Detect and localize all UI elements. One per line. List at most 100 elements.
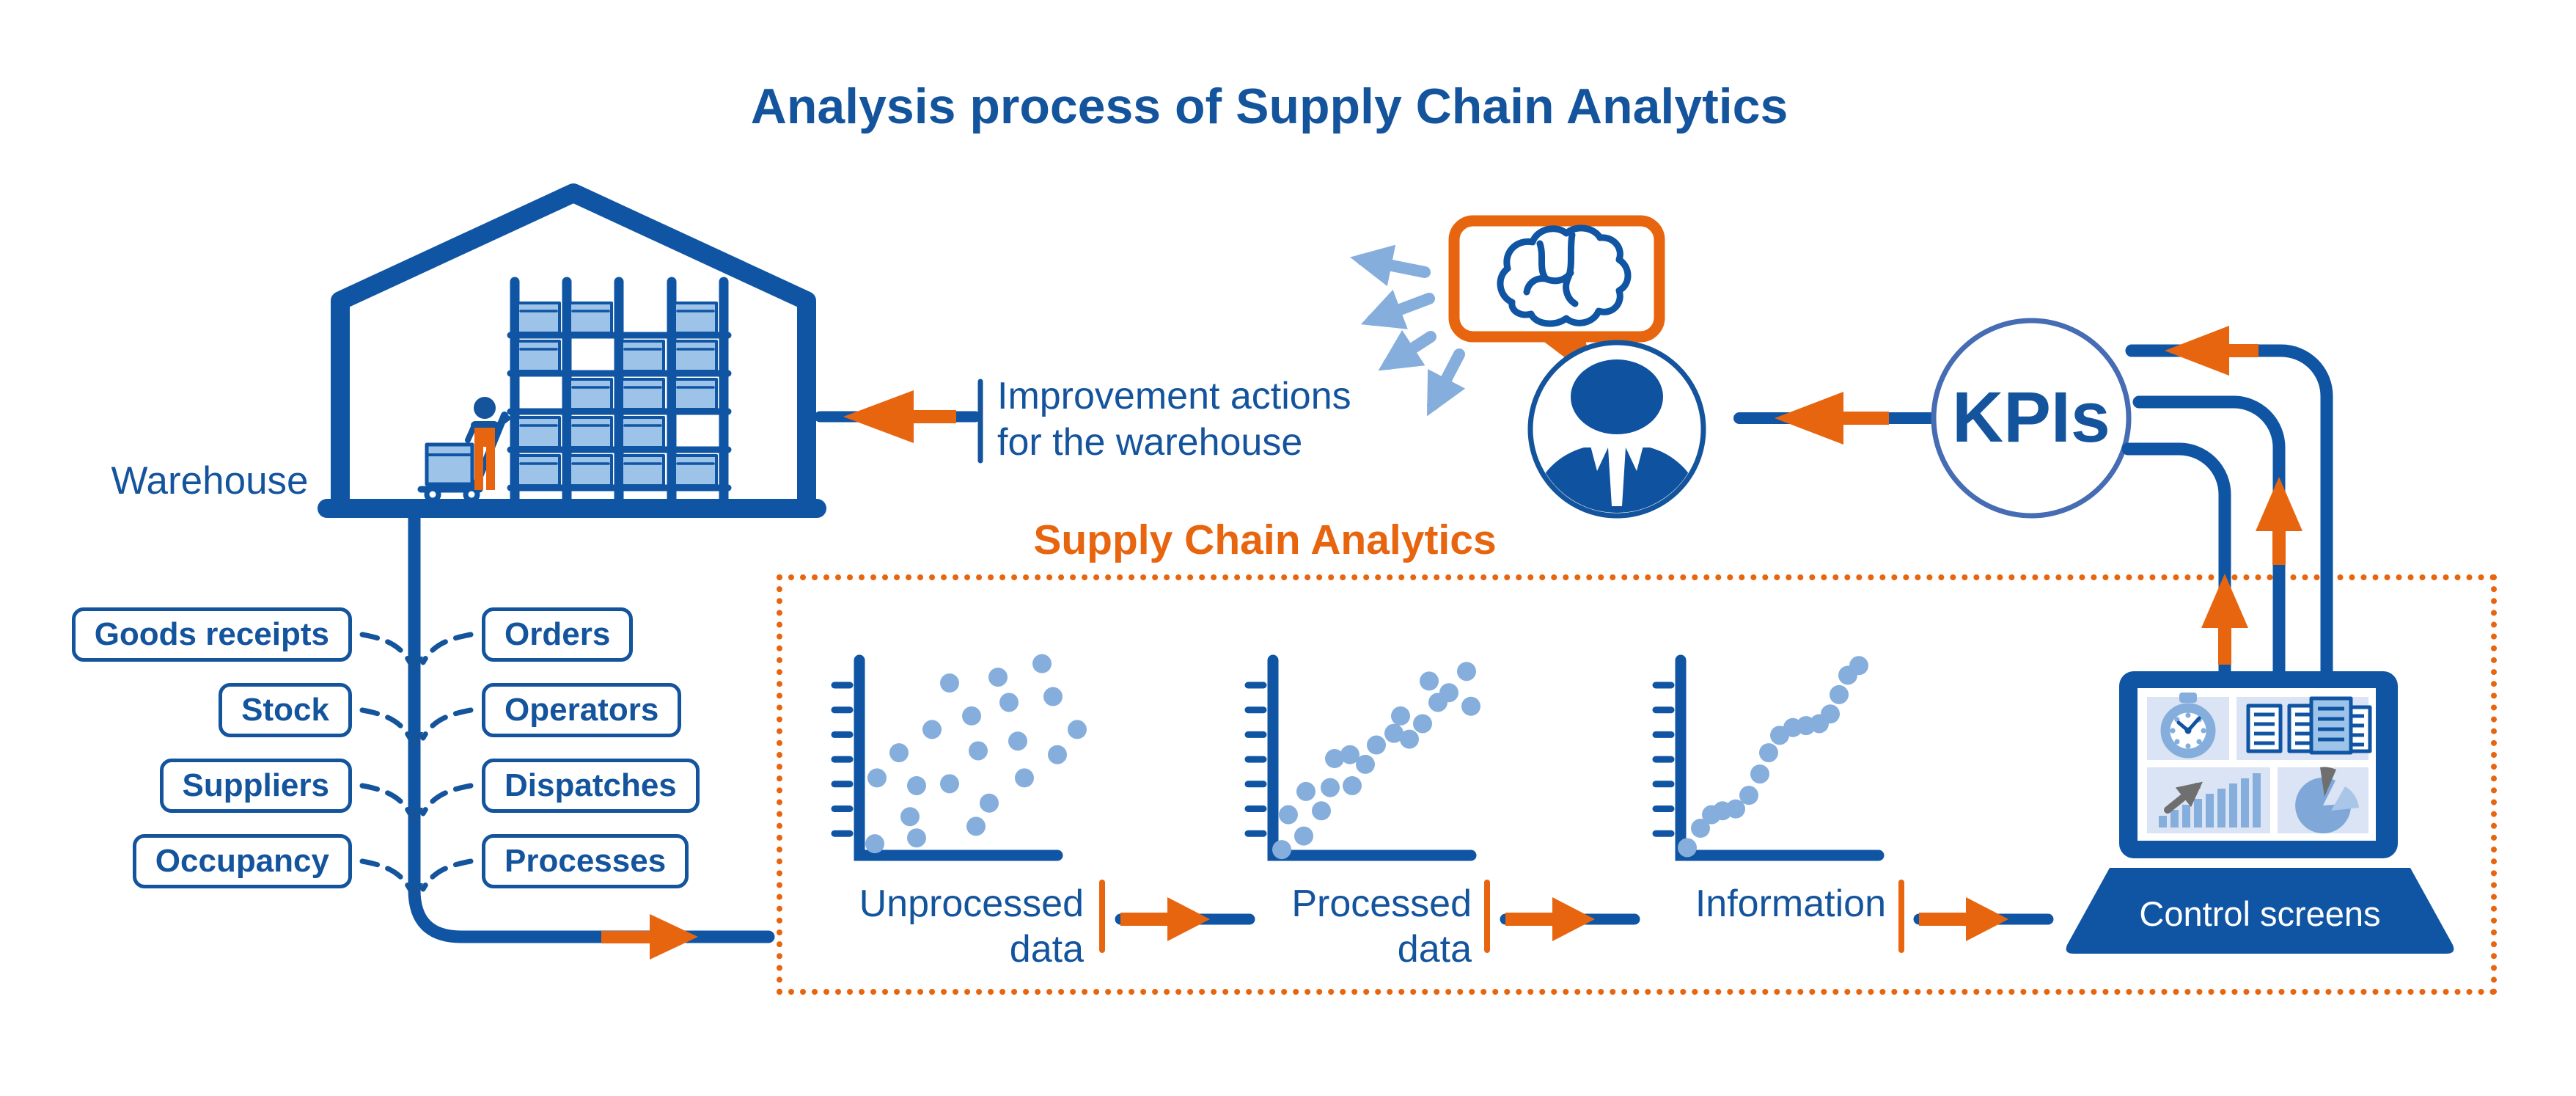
tag-operators: Operators xyxy=(482,683,682,737)
scatter-dot xyxy=(1457,662,1476,682)
storage-box xyxy=(673,302,718,335)
control-screens-label: Control screens xyxy=(2139,894,2381,933)
scatter-dot xyxy=(969,741,988,761)
mini-bar xyxy=(2253,773,2261,828)
avatar-head xyxy=(1571,359,1663,434)
scatter-dot xyxy=(1340,745,1359,764)
stopwatch-icon xyxy=(2160,693,2216,759)
scatter-dot xyxy=(1849,656,1868,676)
scatter-dot xyxy=(1272,840,1291,860)
scatter-dot xyxy=(907,775,926,795)
scatter-dot xyxy=(867,768,887,788)
flow-arrowhead-down xyxy=(406,657,423,677)
improvement-arrow xyxy=(814,379,983,464)
scatter-dot xyxy=(966,816,986,836)
tag-connector-dash xyxy=(420,783,474,816)
storage-box xyxy=(620,454,665,487)
scatter-dot xyxy=(1691,819,1710,839)
improvement-line2: for the warehouse xyxy=(997,421,1303,464)
scatter-dot xyxy=(1821,704,1840,724)
flow-arrowhead-down xyxy=(406,883,423,904)
storage-box xyxy=(516,454,561,487)
arrowhead-right xyxy=(1552,897,1595,941)
kpis-label: KPIs xyxy=(1952,377,2110,457)
scatter-dot xyxy=(1439,683,1458,703)
scatter-dot xyxy=(1739,786,1758,805)
mini-bar xyxy=(2194,799,2202,828)
dissemination-arrows xyxy=(1350,244,1466,417)
growth-bar-chart-icon xyxy=(2159,773,2261,828)
flow-arrowhead-down xyxy=(406,732,423,753)
tag-connectors xyxy=(359,632,474,904)
mini-bar xyxy=(2229,783,2237,828)
scatter-dot xyxy=(1420,671,1439,691)
tag-orders: Orders xyxy=(482,607,634,662)
tag-connector-dash xyxy=(420,858,474,892)
warehouse-illustration xyxy=(318,183,826,518)
scatter-dot xyxy=(1391,706,1410,726)
avatar-tie xyxy=(1608,447,1626,506)
arrowhead-right xyxy=(1167,897,1210,941)
tag-connector-dash xyxy=(420,632,474,665)
storage-box xyxy=(620,378,665,411)
scatter-dot xyxy=(1279,805,1298,825)
laptop-line-arrowheads xyxy=(2165,326,2302,665)
tag-connector-dash xyxy=(420,707,474,741)
scatter-dot xyxy=(1356,754,1375,774)
pie-chart-icon xyxy=(2295,767,2359,834)
tag-connector-dash xyxy=(359,632,413,665)
scatter-dot xyxy=(1400,729,1419,749)
arrowhead-left xyxy=(1775,392,1843,445)
chart-label-information: Information xyxy=(1695,883,1886,925)
scatter-dot xyxy=(900,807,920,827)
tag-dispatches: Dispatches xyxy=(482,759,700,813)
chart-label-unprocessed-data: Unprocessed data xyxy=(859,883,1084,971)
scatter-dot xyxy=(1068,720,1087,739)
warehouse-building-icon xyxy=(331,183,816,511)
storage-box xyxy=(620,416,665,449)
page-title: Analysis process of Supply Chain Analyti… xyxy=(750,78,1788,134)
brain-icon xyxy=(1497,224,1632,327)
scatter-dot xyxy=(999,693,1019,712)
mini-bar xyxy=(2159,816,2167,828)
scatter-dot xyxy=(940,673,959,693)
tag-suppliers: Suppliers xyxy=(159,759,352,813)
scatter-dot xyxy=(1726,799,1745,819)
mini-bar xyxy=(2206,794,2214,828)
scatter-dot xyxy=(1043,687,1063,706)
scatter-dot xyxy=(865,834,884,854)
scatter-dot xyxy=(1048,745,1067,764)
storage-box xyxy=(568,378,613,411)
scatter-dot xyxy=(1008,731,1027,751)
scatter-dot xyxy=(1015,768,1034,788)
laptop-illustration xyxy=(2066,671,2454,954)
scatter-dot xyxy=(1296,781,1315,801)
arrowhead-up xyxy=(2256,477,2302,531)
storage-box xyxy=(516,416,561,449)
analytics-box-title: Supply Chain Analytics xyxy=(1033,516,1497,563)
processed-data-chart xyxy=(1244,662,1480,860)
tag-goods-receipts: Goods receipts xyxy=(71,607,352,662)
mini-bar xyxy=(2217,789,2225,828)
chart-label-processed-data: Processed data xyxy=(1291,883,1472,971)
improvement-actions-text: Improvement actions for the warehouse xyxy=(997,373,1351,466)
scatter-dot xyxy=(922,720,942,739)
scatter-dot xyxy=(1343,775,1362,795)
laptop-to-kpis-lines xyxy=(2121,344,2333,685)
tag-connector-dash xyxy=(359,858,413,892)
scatter-dot xyxy=(1461,696,1480,716)
scatter-dot xyxy=(962,706,981,726)
scatter-dot xyxy=(1312,801,1331,821)
storage-boxes xyxy=(516,302,718,487)
scatter-dot xyxy=(1032,654,1052,673)
tag-occupancy: Occupancy xyxy=(132,834,352,888)
storage-box xyxy=(673,378,718,411)
scatter-dot xyxy=(1367,735,1386,755)
scatter-dot xyxy=(1678,838,1697,858)
scatter-dot xyxy=(1830,684,1849,704)
arrowhead-left xyxy=(2165,326,2229,376)
scatter-dot xyxy=(1384,723,1403,743)
mini-bar xyxy=(2182,805,2190,828)
storage-rack-icon xyxy=(507,277,732,508)
